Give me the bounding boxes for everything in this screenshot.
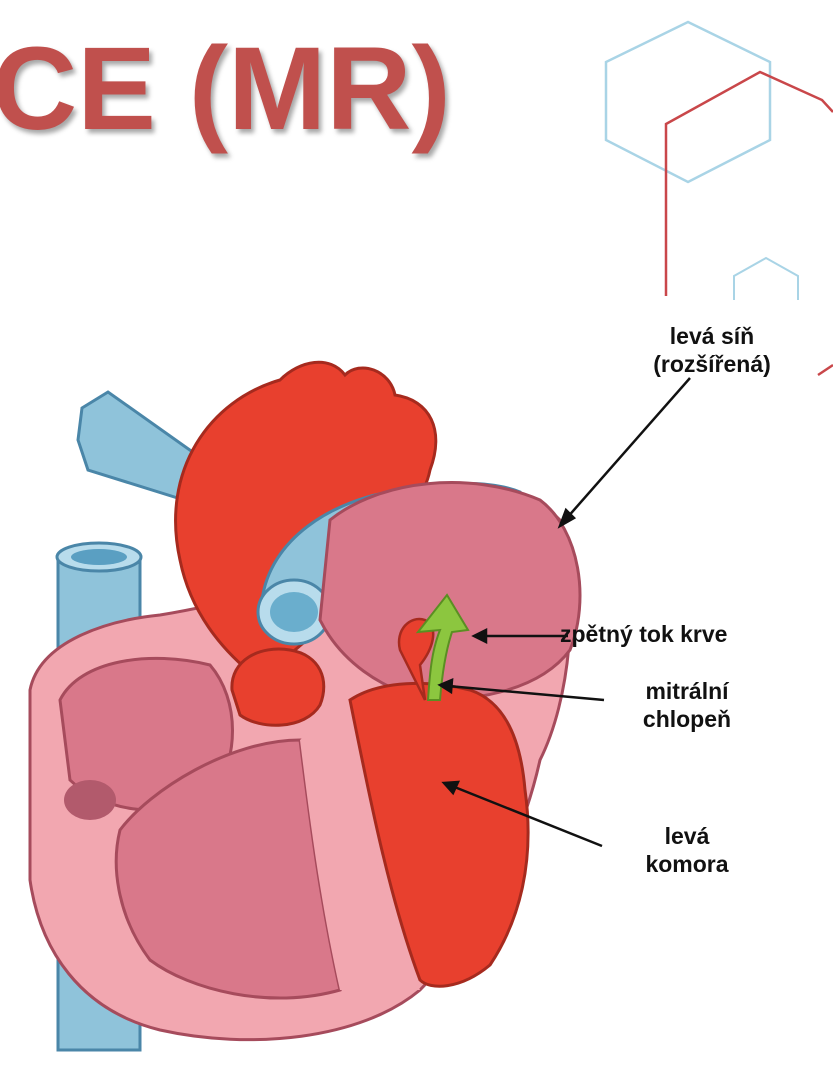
label-left-ventricle-line2: komora (612, 850, 762, 878)
label-left-ventricle: levá komora (612, 822, 762, 878)
hexagon-outline-blue (606, 22, 770, 182)
hexagon-outline-red (666, 72, 833, 296)
label-mitral-valve: mitrální chlopeň (612, 677, 762, 733)
label-regurgitation: zpětný tok krve (560, 620, 830, 648)
label-left-atrium-line2: (rozšířená) (612, 350, 812, 378)
label-mitral-valve-line1: mitrální (612, 677, 762, 705)
coronary-sinus (64, 780, 116, 820)
label-left-atrium-line1: levá síň (612, 322, 812, 350)
label-mitral-valve-line2: chlopeň (612, 705, 762, 733)
label-left-ventricle-line1: levá (612, 822, 762, 850)
label-left-atrium: levá síň (rozšířená) (612, 322, 812, 378)
aortic-valve (232, 649, 324, 725)
left-atrium (320, 483, 580, 700)
